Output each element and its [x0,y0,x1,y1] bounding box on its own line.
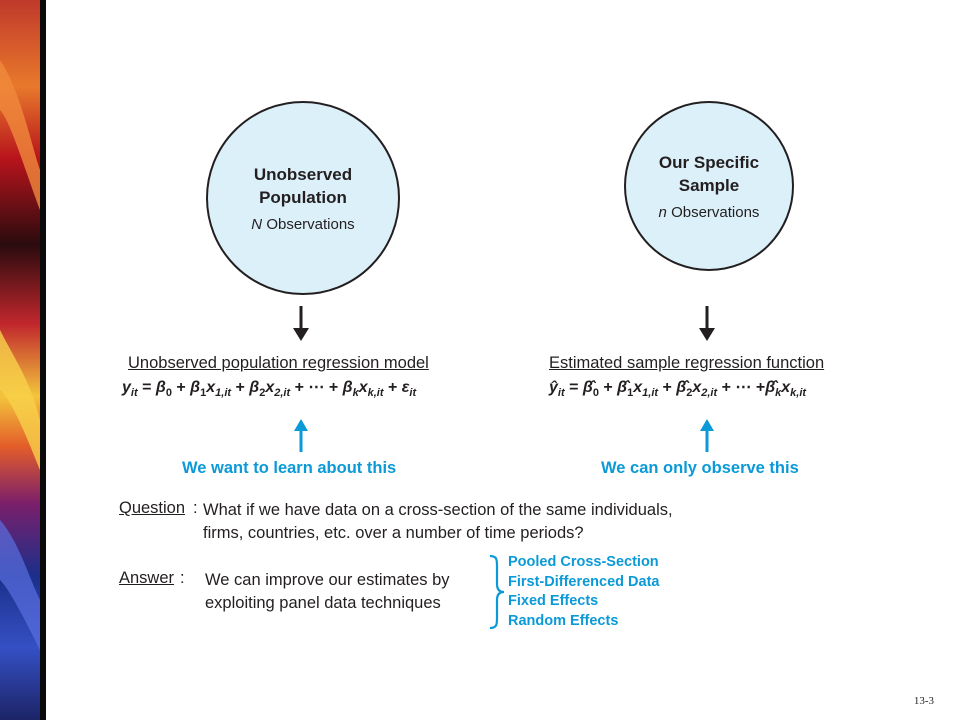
decorative-sidebar [0,0,40,720]
population-circle: Unobserved Population N Observations [206,101,400,295]
population-regression-formula: yit = β0 + β1x1,it + β2x2,it + ⋯ + βkxk,… [122,379,417,400]
population-model-heading: Unobserved population regression model [128,354,429,372]
question-label: Question [119,499,186,517]
method-item: First-Differenced Data [508,573,660,590]
population-observation-count: N Observations [251,216,355,233]
sidebar-divider [40,0,46,720]
population-down-arrow-icon [293,306,309,341]
panel-methods-list: Pooled Cross-Section First-Differenced D… [508,553,659,631]
method-item: Pooled Cross-Section [508,554,659,570]
slide-number: 13-3 [913,695,934,707]
brace-icon [489,554,505,630]
population-up-arrow-icon [294,419,308,452]
sample-caption: We can only observe this [601,459,799,477]
question-text: What if we have data on a cross-section … [203,501,673,542]
answer-text: We can improve our estimates by exploiti… [205,571,450,612]
sample-up-arrow-icon [700,419,714,452]
sample-function-heading: Estimated sample regression function [549,354,825,372]
sidebar-art [0,0,40,720]
sample-circle: Our Specific Sample n Observations [624,101,794,271]
answer-colon: : [180,569,185,587]
answer-label: Answer [119,569,175,587]
sample-circle-title: Our Specific Sample [658,153,760,195]
sample-down-arrow-icon [699,306,715,341]
method-item: Random Effects [508,612,619,629]
population-circle-title: Unobserved Population [253,165,353,207]
question-colon: : [193,499,198,517]
sample-regression-formula: ŷit = β̂0 + β̂1x1,it + β̂2x2,it + ⋯ +β̂k… [549,379,807,400]
population-caption: We want to learn about this [182,459,397,477]
sample-observation-count: n Observations [658,204,760,221]
method-item: Fixed Effects [508,593,599,609]
